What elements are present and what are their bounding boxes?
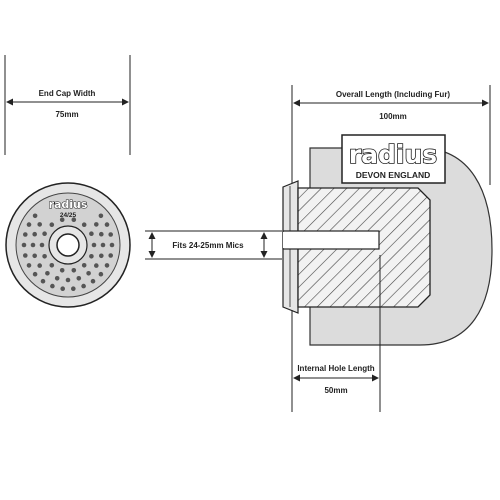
logo-brand-text: radius — [349, 140, 437, 169]
vent-hole — [71, 286, 76, 292]
internal-hole-value: 50mm — [324, 386, 347, 395]
vent-hole — [86, 271, 91, 276]
fits-mic-label: Fits 24-25mm Mics — [172, 241, 244, 250]
vent-hole — [45, 271, 50, 276]
vent-hole — [81, 283, 86, 289]
vent-hole — [104, 263, 110, 268]
vent-holes — [21, 213, 115, 292]
vent-hole — [23, 232, 28, 237]
logo-box — [341, 134, 446, 184]
vent-hole — [21, 242, 27, 248]
vent-hole — [30, 242, 36, 248]
vent-hole — [59, 217, 65, 222]
internal-hole — [282, 230, 380, 250]
vent-hole — [71, 268, 77, 273]
end-cap-logo: radius — [49, 198, 88, 211]
vent-hole — [26, 263, 32, 268]
overall-length-dimension: Overall Length (Including Fur) 100mm — [291, 85, 491, 185]
vent-hole — [98, 271, 104, 277]
vent-hole — [100, 242, 106, 248]
vent-hole — [90, 278, 96, 284]
vent-hole — [76, 276, 82, 281]
end-cap-width-dimension: End Cap Width 75mm — [4, 55, 131, 155]
windshield-section-view — [282, 180, 431, 314]
mic-hole — [56, 233, 80, 257]
vent-hole — [49, 263, 55, 268]
end-cap-width-value: 75mm — [55, 110, 78, 119]
vent-hole — [99, 253, 104, 259]
vent-hole — [23, 253, 28, 258]
internal-hole-dimension: Internal Hole Length 50mm — [291, 255, 381, 412]
vent-hole — [40, 278, 46, 284]
internal-hole-title: Internal Hole Length — [297, 364, 374, 373]
end-cap-width-title: End Cap Width — [39, 89, 96, 98]
vent-hole — [60, 286, 65, 292]
vent-hole — [42, 231, 47, 236]
vent-hole — [94, 222, 99, 227]
vent-hole — [32, 231, 37, 237]
vent-hole — [91, 242, 97, 248]
vent-hole — [50, 283, 55, 289]
vent-hole — [98, 213, 104, 219]
vent-hole — [37, 263, 42, 268]
vent-hole — [71, 217, 77, 222]
vent-hole — [59, 268, 65, 273]
vent-hole — [89, 253, 94, 259]
overall-length-title: Overall Length (Including Fur) — [336, 90, 451, 99]
vent-hole — [99, 231, 104, 237]
vent-hole — [109, 242, 115, 248]
vent-hole — [54, 276, 60, 281]
vent-hole — [108, 253, 113, 258]
logo-location-text: DEVON ENGLAND — [356, 170, 431, 180]
vent-hole — [49, 222, 55, 227]
vent-hole — [32, 213, 38, 219]
vent-hole — [89, 231, 94, 236]
mic-diameter-dimension: Fits 24-25mm Mics — [145, 230, 282, 260]
vent-hole — [37, 222, 42, 227]
vent-hole — [39, 242, 45, 248]
end-cap-front-view: radius 24/25 — [5, 182, 131, 308]
radius-logo: radius DEVON ENGLAND — [341, 134, 446, 184]
vent-hole — [26, 222, 32, 227]
vent-hole — [42, 253, 47, 259]
vent-hole — [81, 263, 87, 268]
vent-hole — [81, 222, 87, 227]
vent-hole — [104, 222, 110, 227]
vent-hole — [32, 253, 37, 259]
vent-hole — [32, 271, 38, 277]
vent-hole — [108, 232, 113, 237]
end-cap-size-marking: 24/25 — [60, 212, 77, 219]
overall-length-value: 100mm — [379, 112, 407, 121]
vent-hole — [94, 263, 99, 268]
vent-hole — [65, 277, 71, 283]
